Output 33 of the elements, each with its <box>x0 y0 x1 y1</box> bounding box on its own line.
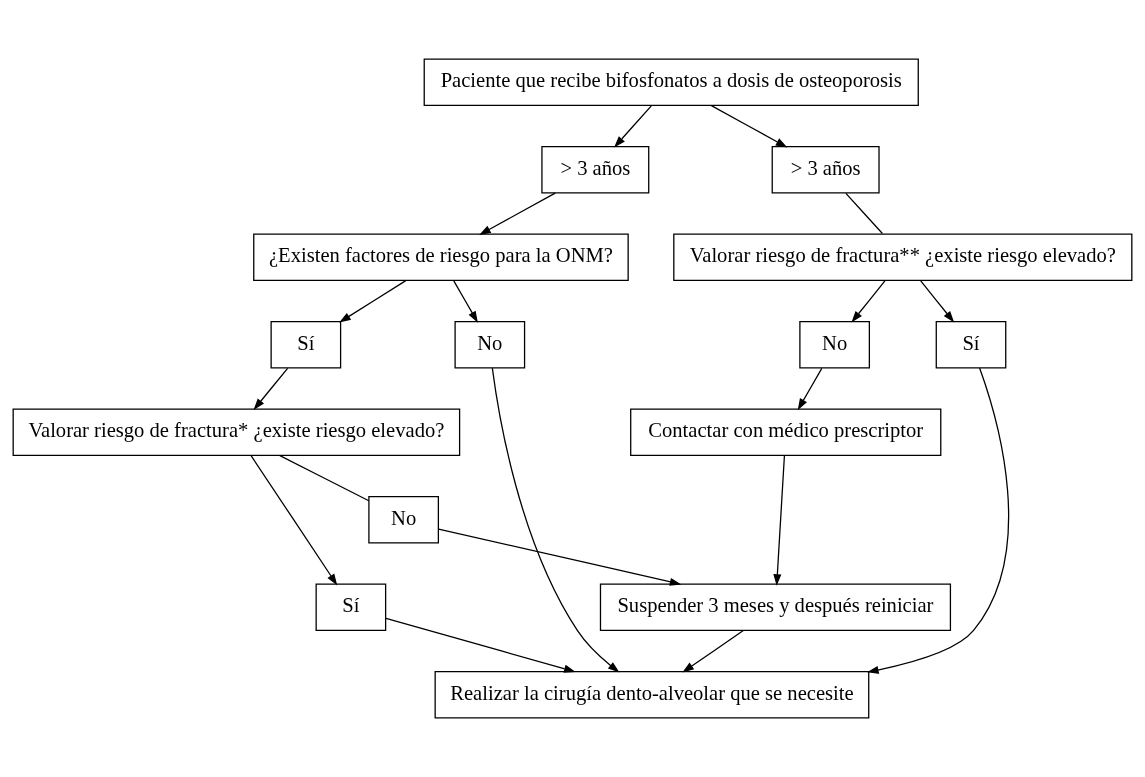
node-box: > 3 años <box>541 146 650 194</box>
arrow <box>710 105 788 148</box>
arrow <box>385 617 576 673</box>
connector <box>845 192 884 235</box>
node-box: > 3 años <box>771 146 880 194</box>
node-box: No <box>454 320 526 369</box>
node-box: No <box>799 320 870 369</box>
arrow <box>797 367 823 411</box>
arrow <box>851 280 886 323</box>
node-box: Paciente que recibe bifosfonatos a dosis de osteoporosis <box>423 58 919 107</box>
node-box: Sí <box>315 583 387 631</box>
node-box: Suspender 3 meses y después reiniciar <box>599 583 952 631</box>
node-box: ¿Existen factores de riesgo para la ONM? <box>253 233 629 282</box>
node-box: Contactar con médico prescriptor <box>630 408 942 457</box>
arrow <box>250 455 338 586</box>
arrow <box>339 280 407 323</box>
arrow <box>682 629 744 673</box>
arrow <box>453 280 478 323</box>
arrow <box>773 455 786 586</box>
arrow <box>479 192 556 235</box>
arrow <box>437 528 682 586</box>
node-box: Valorar riesgo de fractura* ¿existe riesgo elevado? <box>12 408 461 457</box>
arrow <box>491 367 620 673</box>
arrow <box>920 280 955 323</box>
arrow <box>253 367 289 411</box>
node-box: Realizar la cirugía dento-alveolar que se necesite <box>434 670 870 719</box>
node-box: Sí <box>935 320 1007 369</box>
arrow <box>867 367 1010 674</box>
node-box: Valorar riesgo de fractura** ¿existe riesgo elevado? <box>673 233 1133 282</box>
node-box: No <box>368 495 440 544</box>
connector <box>279 454 370 502</box>
arrow <box>614 105 652 148</box>
node-box: Sí <box>270 320 342 369</box>
